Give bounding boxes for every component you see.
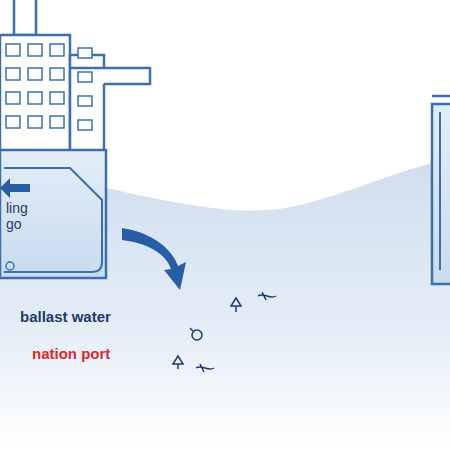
cabin-window <box>28 116 42 128</box>
organisms <box>173 292 276 372</box>
cabin-window <box>50 44 64 56</box>
cabin-window <box>50 116 64 128</box>
cabin-window <box>6 116 20 128</box>
port-label: nation port <box>32 345 110 362</box>
cabin-window <box>28 92 42 104</box>
cabin-window <box>6 92 20 104</box>
cabin-window <box>6 44 20 56</box>
cabin-window <box>78 96 92 106</box>
discharge-arrow <box>122 228 186 290</box>
cabin-windows <box>6 44 92 130</box>
tank-organism <box>6 262 14 270</box>
cabin-window <box>6 68 20 80</box>
cabin-window <box>78 72 92 82</box>
cabin-window <box>78 48 92 58</box>
hull-box: ling go <box>2 196 62 236</box>
cabin-window <box>28 44 42 56</box>
cabin-window <box>28 68 42 80</box>
right-ship <box>432 96 450 284</box>
cabin-window <box>50 68 64 80</box>
caption-text: ballast water <box>20 308 111 325</box>
hull-text: ling go <box>6 200 42 232</box>
cargo-arrow <box>0 178 30 198</box>
cabin-window <box>78 120 92 130</box>
cabin-window <box>50 92 64 104</box>
